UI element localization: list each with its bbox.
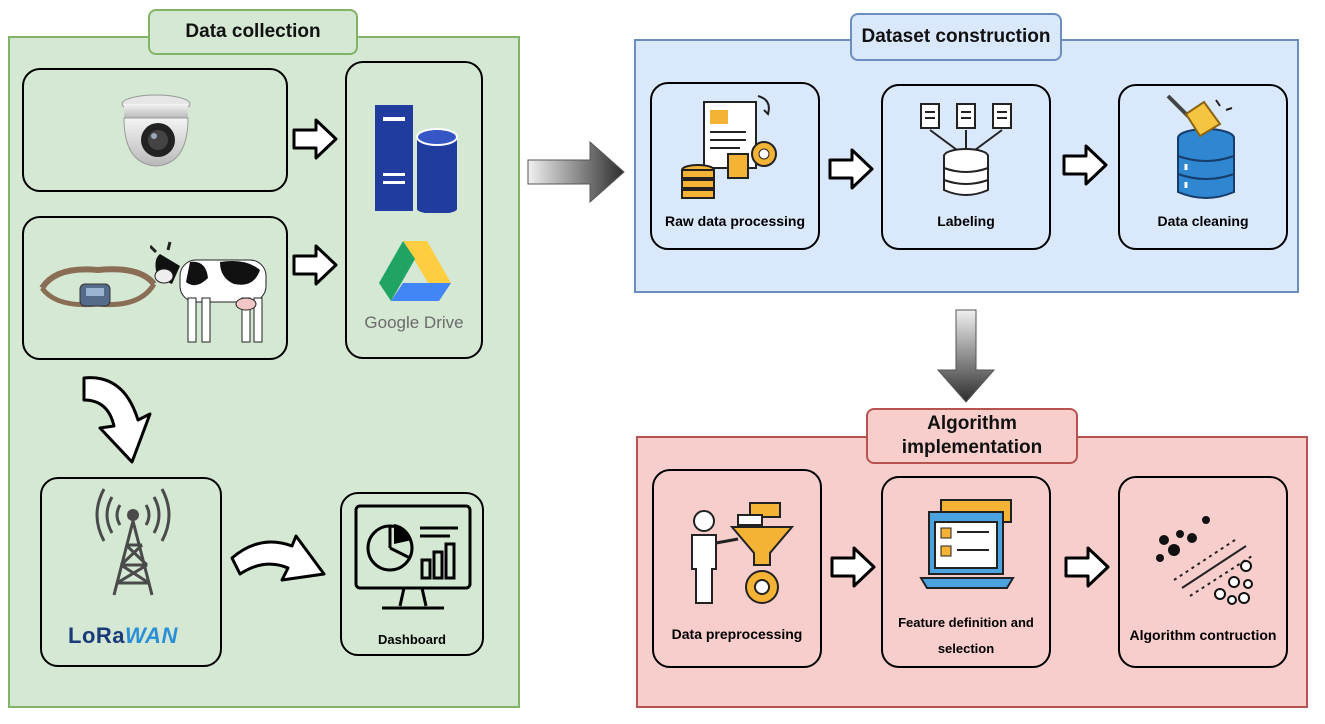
google-drive-icon [379, 241, 451, 301]
camera-to-storage-arrow [292, 118, 338, 160]
raw-to-labeling-arrow [828, 148, 874, 190]
data-cleaning-icon [1166, 94, 1235, 199]
labeling-label: Labeling [937, 213, 995, 229]
google-drive-label: Google Drive [364, 313, 464, 332]
dataset-to-algorithm-arrow [936, 309, 996, 403]
data-cleaning-box: Data cleaning [1118, 84, 1288, 250]
data-collection-title: Data collection [148, 9, 358, 55]
algorithm-implementation-title: Algorithm implementation [866, 408, 1078, 464]
person-funnel-icon [691, 502, 795, 604]
raw-data-processing-label: Raw data processing [664, 213, 806, 229]
dashboard-monitor-icon [354, 504, 472, 610]
lorawan-to-dashboard-arrow [230, 534, 326, 582]
algorithm-construction-label: Algorithm contruction [1129, 627, 1277, 643]
sensor-to-lorawan-arrow [82, 376, 152, 464]
dashboard-label: Dashboard [378, 632, 446, 647]
sensor-to-storage-arrow [292, 244, 338, 286]
data-preprocessing-label: Data preprocessing [671, 626, 803, 642]
antenna-tower-icon [95, 488, 171, 596]
feature-checklist-icon [919, 499, 1015, 589]
feature-to-algorithm-arrow [1064, 546, 1110, 588]
scatter-separation-icon [1156, 516, 1253, 605]
server-database-icon [375, 105, 458, 213]
document-gear-icon [681, 95, 777, 199]
cow-sensor-box [22, 216, 288, 360]
preprocessing-to-feature-arrow [830, 546, 876, 588]
algorithm-construction-box: Algorithm contruction [1118, 476, 1288, 668]
storage-box: Google Drive [345, 61, 483, 359]
data-preprocessing-box: Data preprocessing [652, 469, 822, 668]
cow-icon [150, 241, 267, 343]
labeling-box: Labeling [881, 84, 1051, 250]
camera-icon [121, 94, 191, 167]
dashboard-box: Dashboard [340, 492, 484, 656]
raw-data-processing-box: Raw data processing [650, 82, 820, 250]
lorawan-box: LoRaWAN [40, 477, 222, 667]
labeling-to-cleaning-arrow [1062, 144, 1108, 186]
collar-sensor-icon [39, 266, 157, 308]
camera-box [22, 68, 288, 192]
data-cleaning-label: Data cleaning [1157, 213, 1249, 229]
labeling-icon [920, 103, 1012, 196]
dataset-construction-title: Dataset construction [850, 13, 1062, 61]
feature-definition-box: Feature definition and selection [881, 476, 1051, 668]
lorawan-logo: LoRaWAN [68, 623, 178, 648]
feature-definition-label: Feature definition and selection [898, 615, 1034, 656]
collection-to-dataset-arrow [527, 140, 625, 204]
